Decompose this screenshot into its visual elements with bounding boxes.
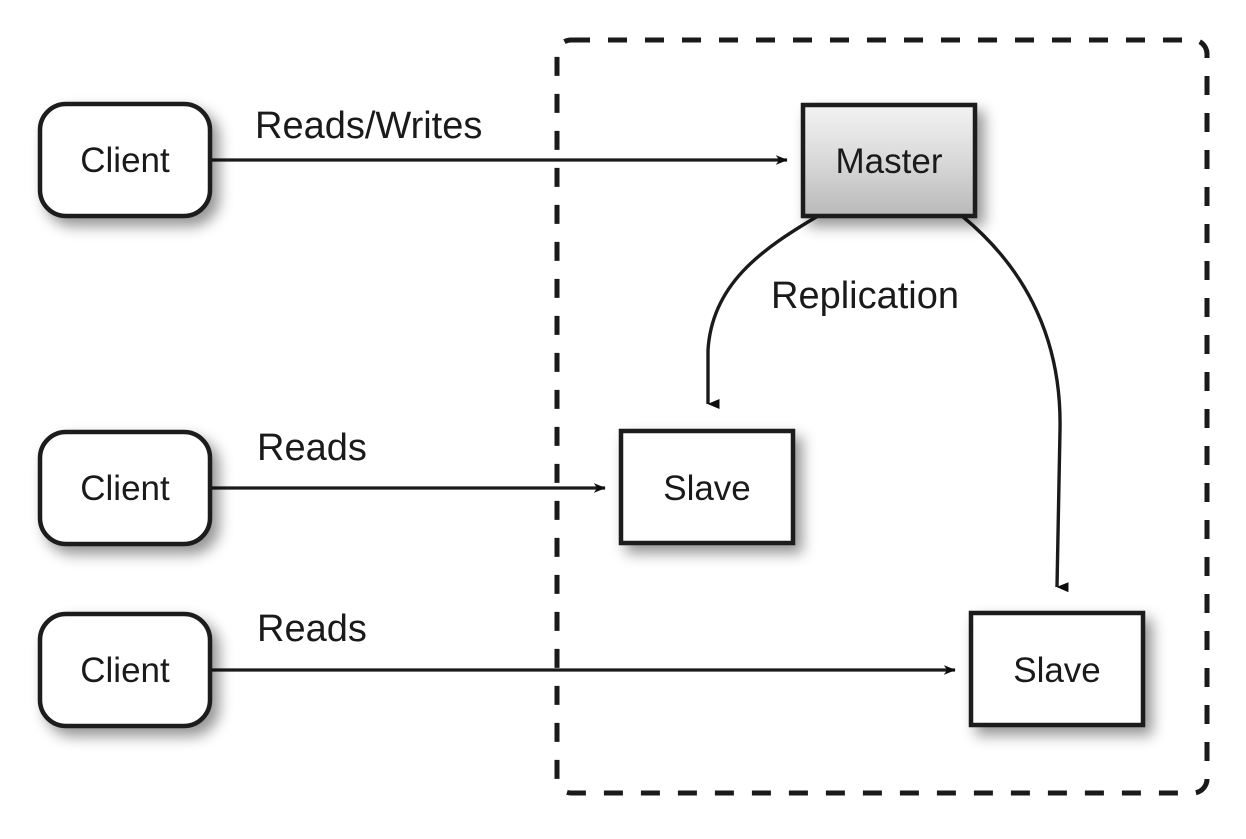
client-3-label: Client <box>80 651 170 690</box>
master-label: Master <box>836 142 943 181</box>
client-2-label: Client <box>80 469 170 508</box>
client-1-box[interactable] <box>37 101 213 219</box>
edge-master-slave1 <box>706 214 819 409</box>
node-client-3[interactable]: Client <box>37 611 213 729</box>
node-client-1[interactable]: Client <box>37 101 213 219</box>
node-client-2[interactable]: Client <box>37 429 213 547</box>
master-box[interactable] <box>800 102 978 219</box>
edge-label-reads-2: Reads <box>257 608 367 650</box>
edge-master-slave2 <box>960 214 1069 593</box>
slave-2-label: Slave <box>1013 651 1101 690</box>
node-master[interactable]: Master <box>800 102 978 219</box>
client-2-box[interactable] <box>37 429 213 547</box>
edge-master-slave2-curve <box>960 214 1069 593</box>
edge-label-replication: Replication <box>771 275 959 317</box>
replication-cluster-boundary <box>554 37 1210 796</box>
slave-1-label: Slave <box>663 469 751 508</box>
edge-label-reads-1: Reads <box>257 427 367 469</box>
node-slave-2[interactable]: Slave <box>968 610 1146 728</box>
edge-label-reads-writes: Reads/Writes <box>255 105 482 147</box>
edge-master-slave1-curve <box>706 214 819 409</box>
slave-2-box[interactable] <box>968 610 1146 728</box>
slave-1-box[interactable] <box>618 428 796 546</box>
node-slave-1[interactable]: Slave <box>618 428 796 546</box>
client-3-box[interactable] <box>37 611 213 729</box>
client-1-label: Client <box>80 141 170 180</box>
